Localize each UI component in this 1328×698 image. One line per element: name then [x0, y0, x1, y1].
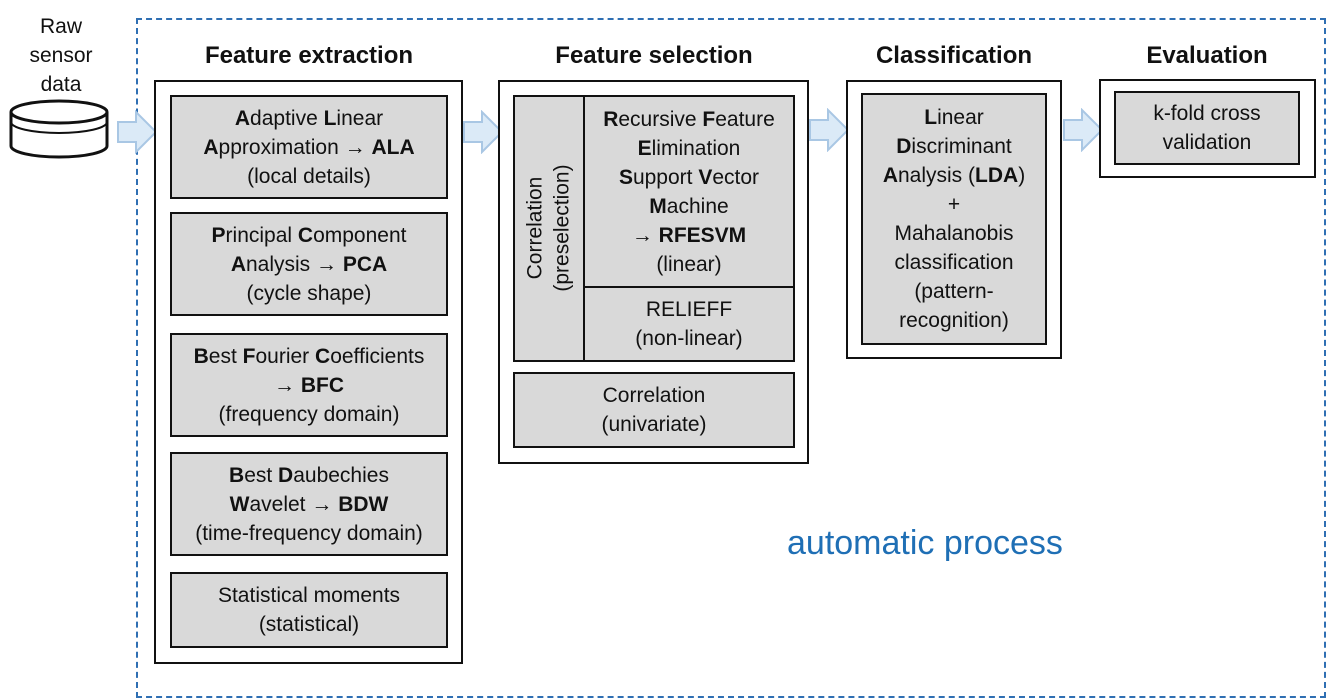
heading-classification: Classification	[875, 42, 1033, 69]
kfold-box: k-fold cross validation	[1114, 91, 1300, 165]
ala-box: Adaptive Linear Approximation → ALA (loc…	[170, 95, 448, 199]
statistical-moments-box: Statistical moments (statistical)	[170, 572, 448, 648]
relieff-box: RELIEFF (non-linear)	[583, 286, 795, 362]
rfesvm-box: Recursive Feature Elimination Support Ve…	[583, 95, 795, 288]
database-icon	[9, 99, 109, 159]
correlation-univariate-box: Correlation (univariate)	[513, 372, 795, 448]
raw-sensor-label: Raw sensor data	[16, 12, 106, 99]
flow-arrow-1	[117, 110, 158, 154]
flow-arrow-4	[1063, 108, 1104, 152]
bfc-box: Best Fourier Coefficients → BFC (frequen…	[170, 333, 448, 437]
lda-box: Linear Discriminant Analysis (LDA) + Mah…	[861, 93, 1047, 345]
correlation-preselection-label: Correlation (preselection)	[524, 164, 575, 292]
pca-box: Principal Component Analysis → PCA (cycl…	[170, 212, 448, 316]
flow-arrow-3	[809, 108, 850, 152]
bdw-box: Best Daubechies Wavelet → BDW (time-freq…	[170, 452, 448, 556]
heading-feature-selection: Feature selection	[555, 42, 753, 69]
raw-line-1: Raw	[39, 15, 82, 38]
flow-arrow-2	[463, 110, 504, 154]
heading-evaluation: Evaluation	[1146, 42, 1268, 69]
heading-feature-extraction: Feature extraction	[204, 42, 414, 69]
automatic-process-label: automatic process	[787, 524, 1063, 562]
raw-line-3: data	[40, 73, 82, 96]
raw-line-2: sensor	[29, 44, 93, 67]
